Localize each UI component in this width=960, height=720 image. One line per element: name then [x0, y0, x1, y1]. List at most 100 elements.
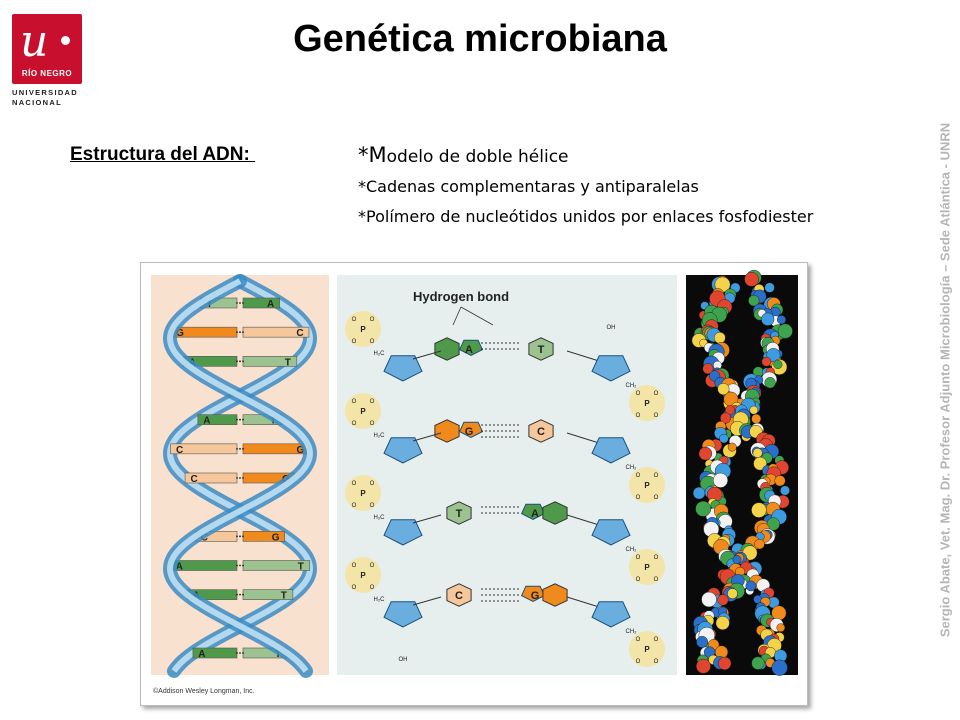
glycosidic-bond-right — [566, 432, 600, 444]
h2c-label: H₂C — [374, 597, 386, 603]
base-pair-right-letter: C — [296, 328, 303, 339]
hbond-dot — [242, 418, 244, 421]
hbond-dot — [239, 564, 241, 567]
phosphate-right-o1: O — [636, 637, 641, 643]
hbond-dot — [236, 418, 238, 421]
phosphate-right-o1: O — [636, 391, 641, 397]
ch2-label: CH₂ — [626, 465, 638, 471]
atom-sphere — [771, 605, 787, 621]
atom-sphere — [764, 282, 775, 293]
base-pair-right-letter: G — [297, 445, 305, 456]
base-right-letter: G — [531, 590, 540, 602]
atom-sphere — [751, 656, 765, 670]
sugar-left — [383, 601, 423, 628]
hbond-dot — [242, 652, 244, 654]
base-pair-left-letter: A — [198, 649, 205, 660]
base-pair-right-letter: G — [272, 532, 280, 543]
sugar-right — [591, 601, 631, 628]
base-pair-left-letter: A — [203, 416, 210, 427]
bullet-lead: *M — [358, 143, 387, 167]
bullet-item-1: *Modelo de doble hélice — [358, 140, 918, 172]
phosphate-right-o3: O — [636, 413, 641, 419]
atom-sphere — [748, 294, 760, 307]
base-left-pent — [458, 421, 484, 438]
bullet-text: Cadenas complementaras y antiparalelas — [366, 177, 699, 196]
hbond-dot — [242, 447, 244, 450]
hbond-dot — [239, 331, 241, 334]
phosphate-left-glow — [345, 393, 381, 429]
phosphate-right-o4: O — [654, 495, 659, 501]
phosphate-right-o1: O — [636, 555, 641, 561]
atom-sphere — [761, 312, 775, 326]
hbond-dot — [242, 593, 244, 596]
slide-title: Genética microbiana — [293, 18, 667, 60]
oh-bottom-label: OH — [399, 657, 408, 663]
atom-sphere — [753, 456, 767, 471]
atom-sphere — [761, 356, 772, 367]
base-left-ring — [446, 583, 472, 607]
h2c-label: H₂C — [374, 515, 386, 521]
phosphate-right-o3: O — [636, 495, 641, 501]
hbond-dot — [239, 418, 241, 421]
hbond-dot — [239, 360, 241, 363]
phosphate-right-glow — [629, 385, 665, 421]
atom-sphere — [717, 382, 730, 395]
phosphate-right-glow — [629, 467, 665, 503]
atom-sphere — [692, 486, 706, 500]
hbond-dot — [236, 535, 238, 538]
atom-sphere — [771, 659, 788, 676]
h2c-label: H₂C — [374, 351, 386, 357]
atom-sphere — [719, 433, 729, 444]
helix-backbone-2-highlight — [166, 278, 313, 673]
atom-sphere — [718, 656, 732, 671]
phosphate-left-o1: O — [352, 481, 357, 487]
hbond-dot — [242, 360, 244, 363]
atom-sphere — [727, 442, 737, 452]
bullet-lead: * — [358, 177, 366, 196]
phosphate-right-o4: O — [654, 577, 659, 583]
phosphate-right-o3: O — [636, 577, 641, 583]
atom-sphere — [701, 591, 717, 608]
bullet-lead: * — [358, 207, 366, 226]
base-left-pent — [458, 339, 484, 356]
side-credit: Sergio Abate, Vet. Mag. Dr. Profesor Adj… — [935, 60, 955, 700]
phosphate-left-o2: O — [370, 399, 375, 405]
phosphate-left-glow — [345, 311, 381, 347]
phosphate-left-glow — [345, 475, 381, 511]
phosphate-left-o4: O — [370, 421, 375, 427]
ch2-label: CH₂ — [626, 383, 638, 389]
base-left-letter: C — [455, 590, 463, 602]
hbond-pointer-2 — [460, 306, 494, 326]
atom-sphere — [749, 405, 759, 415]
phosphate-left-o4: O — [370, 585, 375, 591]
base-right-ring — [528, 337, 554, 361]
sugar-left — [383, 437, 423, 464]
logo-line-1: UNIVERSIDAD — [12, 88, 78, 97]
phosphate-right-glow — [629, 631, 665, 667]
helix-backbone-1-highlight — [167, 278, 314, 673]
sugar-right — [591, 519, 631, 546]
section-label: Estructura del ADN: — [70, 144, 256, 165]
base-pair-left-letter: C — [176, 445, 183, 456]
base-right-ring — [542, 583, 568, 607]
phosphate-left-o4: O — [370, 503, 375, 509]
bullet-text: Polímero de nucleótidos unidos por enlac… — [366, 207, 814, 226]
ch2-label: CH₂ — [626, 547, 638, 553]
phosphate-left-label: P — [360, 571, 366, 580]
hbond-dot — [239, 652, 241, 654]
phosphate-left-label: P — [360, 489, 366, 498]
hbond-dot — [239, 535, 241, 538]
phosphate-left-o2: O — [370, 481, 375, 487]
atom-sphere — [777, 315, 787, 325]
bullet-text: odelo de doble hélice — [386, 147, 569, 167]
phosphate-right-o2: O — [654, 637, 659, 643]
bullet-item-2: *Cadenas complementaras y antiparalelas — [358, 172, 918, 202]
phosphate-left-o1: O — [352, 317, 357, 323]
side-credit-text: Sergio Abate, Vet. Mag. Dr. Profesor Adj… — [937, 122, 953, 638]
atom-sphere — [696, 658, 711, 674]
logo-line-2: NACIONAL — [12, 98, 62, 107]
phosphate-right-label: P — [644, 481, 650, 490]
atom-sphere — [720, 412, 732, 424]
